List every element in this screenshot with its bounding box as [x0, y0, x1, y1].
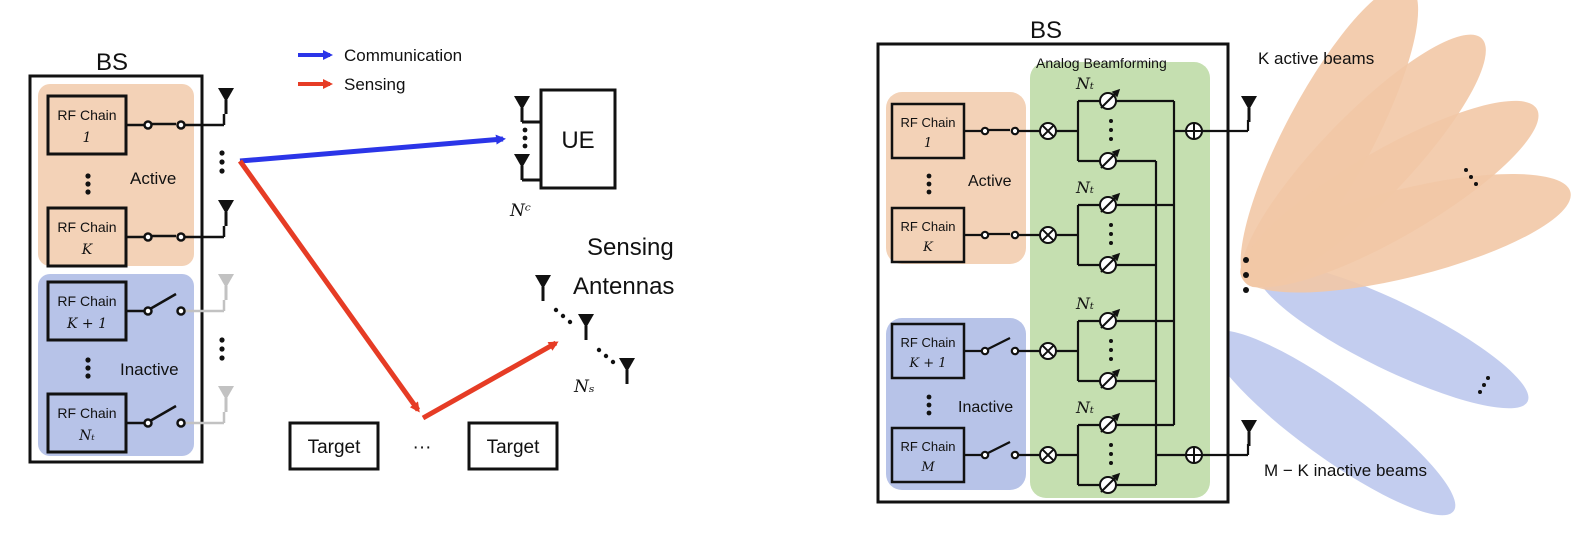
ue-antenna-count: Nᶜ: [509, 201, 531, 221]
rf-chain-1-index: 1: [83, 130, 92, 146]
rf-chain-nt-index: Nₜ: [78, 428, 95, 444]
rf-chain-m-right-label: RF Chain: [901, 439, 956, 454]
phase-group-label-3: Nₜ: [1075, 294, 1094, 313]
phase-group-label-4: Nₜ: [1075, 398, 1094, 417]
rf-chain-k-index: K: [81, 242, 94, 258]
antenna-icon: [216, 198, 236, 228]
target-2: Target: [467, 421, 559, 471]
switch-k-plus-1-open: [126, 292, 226, 316]
target-2-label: Target: [487, 437, 541, 458]
sensing-antenna-count: Nₛ: [573, 377, 595, 397]
active-beams-label: K active beams: [1258, 49, 1374, 68]
ue: UE Nᶜ: [509, 88, 617, 221]
rf-chain-1-right-index: 1: [924, 136, 932, 151]
sensing-echo-arrow: [421, 340, 559, 421]
inactive-region: [38, 274, 194, 456]
rf-chain-k-right-index: K: [922, 240, 934, 255]
inactive-chain-ellipsis: [85, 357, 91, 379]
phase-group-label-2: Nₜ: [1075, 178, 1094, 197]
inactive-beam: [1209, 330, 1456, 516]
rf-chain-k-label: RF Chain: [57, 219, 116, 235]
switch-1-closed: [126, 114, 226, 130]
antenna-ellipsis-active: [219, 150, 225, 174]
target-ellipsis: ···: [413, 437, 432, 458]
ue-box: [539, 88, 617, 190]
antenna-icon: [216, 86, 236, 116]
bs-label: BS: [96, 49, 128, 76]
rf-chain-k-plus-1-label: RF Chain: [57, 293, 116, 309]
sensing-title-line1: Sensing: [587, 234, 674, 261]
sensing-legend-label: Sensing: [344, 75, 405, 94]
rf-chain-1-right-label: RF Chain: [901, 115, 956, 130]
ue-antenna-icon: [512, 152, 532, 182]
switches-right: [964, 126, 1040, 460]
active-region-right: [886, 92, 1026, 264]
communication-link-arrow: [239, 134, 506, 164]
inactive-beams-label: M − K inactive beams: [1264, 461, 1427, 480]
right-diagram: K active beams M − K inactive beams BS A…: [876, 0, 1571, 516]
beamforming-label: Analog Beamforming: [1036, 55, 1167, 71]
sensing-title-line2: Antennas: [573, 273, 674, 300]
rf-chain-nt-label: RF Chain: [57, 405, 116, 421]
mixer-icons: [1039, 122, 1057, 464]
switch-k-closed: [126, 226, 226, 242]
beamforming-region: [1030, 62, 1210, 498]
beam-ellipsis: [1243, 168, 1490, 394]
antenna-icon: [1239, 94, 1259, 124]
sensing-antenna-icon: [576, 312, 596, 342]
left-diagram: Communication Sensing BS RF Chain 1 RF C…: [28, 46, 674, 471]
rf-chain-k-plus-1-right-label: RF Chain: [901, 335, 956, 350]
legend: Communication Sensing: [298, 46, 462, 94]
combiner-icons: [1185, 122, 1203, 464]
sensing-antenna-icon: [617, 356, 637, 386]
sensing-antenna-icon: [533, 273, 553, 303]
antenna-icon: [1239, 418, 1259, 448]
rf-chain-1-label: RF Chain: [57, 107, 116, 123]
active-chain-ellipsis-right: [926, 173, 932, 195]
inactive-chain-ellipsis-right: [926, 394, 932, 416]
inactive-region-right: [886, 318, 1026, 490]
beam-pattern: K active beams M − K inactive beams: [1209, 0, 1571, 516]
active-region: [38, 84, 194, 266]
rf-chain-k-right-label: RF Chain: [901, 219, 956, 234]
target-1-label: Target: [308, 437, 362, 458]
antenna-ellipsis-inactive: [219, 337, 225, 361]
sensing-antenna-ellipsis: [553, 307, 616, 365]
inactive-beam: [1257, 263, 1529, 409]
inactive-antenna-icon: [216, 384, 236, 414]
switch-nt-open: [126, 404, 226, 428]
phase-shifter-ellipsis: [1109, 119, 1113, 465]
ue-antenna-ellipsis: [522, 127, 528, 149]
phase-group-label-1: Nₜ: [1075, 74, 1094, 93]
active-label-right: Active: [968, 173, 1012, 190]
sensing-antennas: Sensing Antennas Nₛ: [533, 234, 674, 397]
active-chain-ellipsis: [85, 173, 91, 195]
communication-legend-label: Communication: [344, 46, 462, 65]
inactive-label-right: Inactive: [958, 399, 1013, 416]
inactive-antenna-icon: [216, 272, 236, 302]
ue-label: UE: [561, 127, 594, 154]
target-1: Target: [288, 421, 380, 471]
active-label: Active: [130, 169, 176, 188]
phase-shifter-wiring: [1056, 99, 1250, 487]
sensing-transmit-arrow: [237, 159, 421, 413]
inactive-label: Inactive: [120, 360, 179, 379]
ue-antenna-icon: [512, 94, 532, 124]
rf-chain-k-plus-1-index: K + 1: [66, 316, 107, 332]
active-beam: [1240, 173, 1571, 293]
rf-chain-m-right-index: M: [920, 460, 935, 475]
bs-label-right: BS: [1030, 17, 1062, 44]
rf-chain-k-plus-1-right-index: K + 1: [908, 356, 946, 371]
